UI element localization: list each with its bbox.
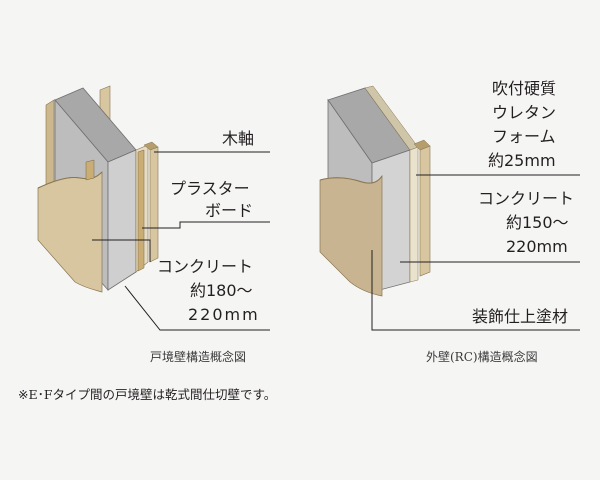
party-wall-diagram bbox=[37, 85, 159, 293]
label-right-concrete-line2: 約150〜 bbox=[506, 213, 569, 232]
label-wood-frame: 木軸 bbox=[222, 129, 255, 148]
party-wall-left-lining bbox=[37, 171, 103, 293]
label-urethane-line1: 吹付硬質 bbox=[492, 79, 557, 98]
label-right-concrete-line1: コンクリート bbox=[478, 189, 575, 208]
label-right-concrete-line3: 220mm bbox=[506, 237, 568, 256]
label-left-concrete-line3: 220mm bbox=[188, 305, 260, 324]
label-urethane-line4: 約25mm bbox=[488, 151, 556, 170]
party-wall-wood-frame bbox=[149, 146, 159, 263]
footnote: ※E･Fタイプ間の戸境壁は乾式間仕切壁です。 bbox=[18, 387, 277, 402]
caption-exterior-wall: 外壁(RC)構造概念図 bbox=[426, 350, 538, 364]
label-urethane-line3: フォーム bbox=[492, 127, 556, 146]
leader-lines bbox=[92, 151, 580, 331]
exterior-wall-finish-coat bbox=[319, 174, 383, 297]
label-left-concrete-line2: 約180〜 bbox=[190, 281, 253, 300]
exterior-wall-batten bbox=[419, 145, 431, 277]
caption-party-wall: 戸境壁構造概念図 bbox=[150, 350, 247, 364]
party-wall-concrete-front bbox=[107, 149, 137, 291]
label-plaster-board-line2: ボード bbox=[205, 201, 254, 220]
label-plaster-board-line1: プラスター bbox=[170, 179, 250, 198]
label-urethane-line2: ウレタン bbox=[492, 103, 557, 122]
label-finish-coat: 装飾仕上塗材 bbox=[472, 307, 569, 326]
label-left-concrete-line1: コンクリート bbox=[157, 257, 254, 276]
exterior-wall-diagram bbox=[319, 85, 431, 297]
